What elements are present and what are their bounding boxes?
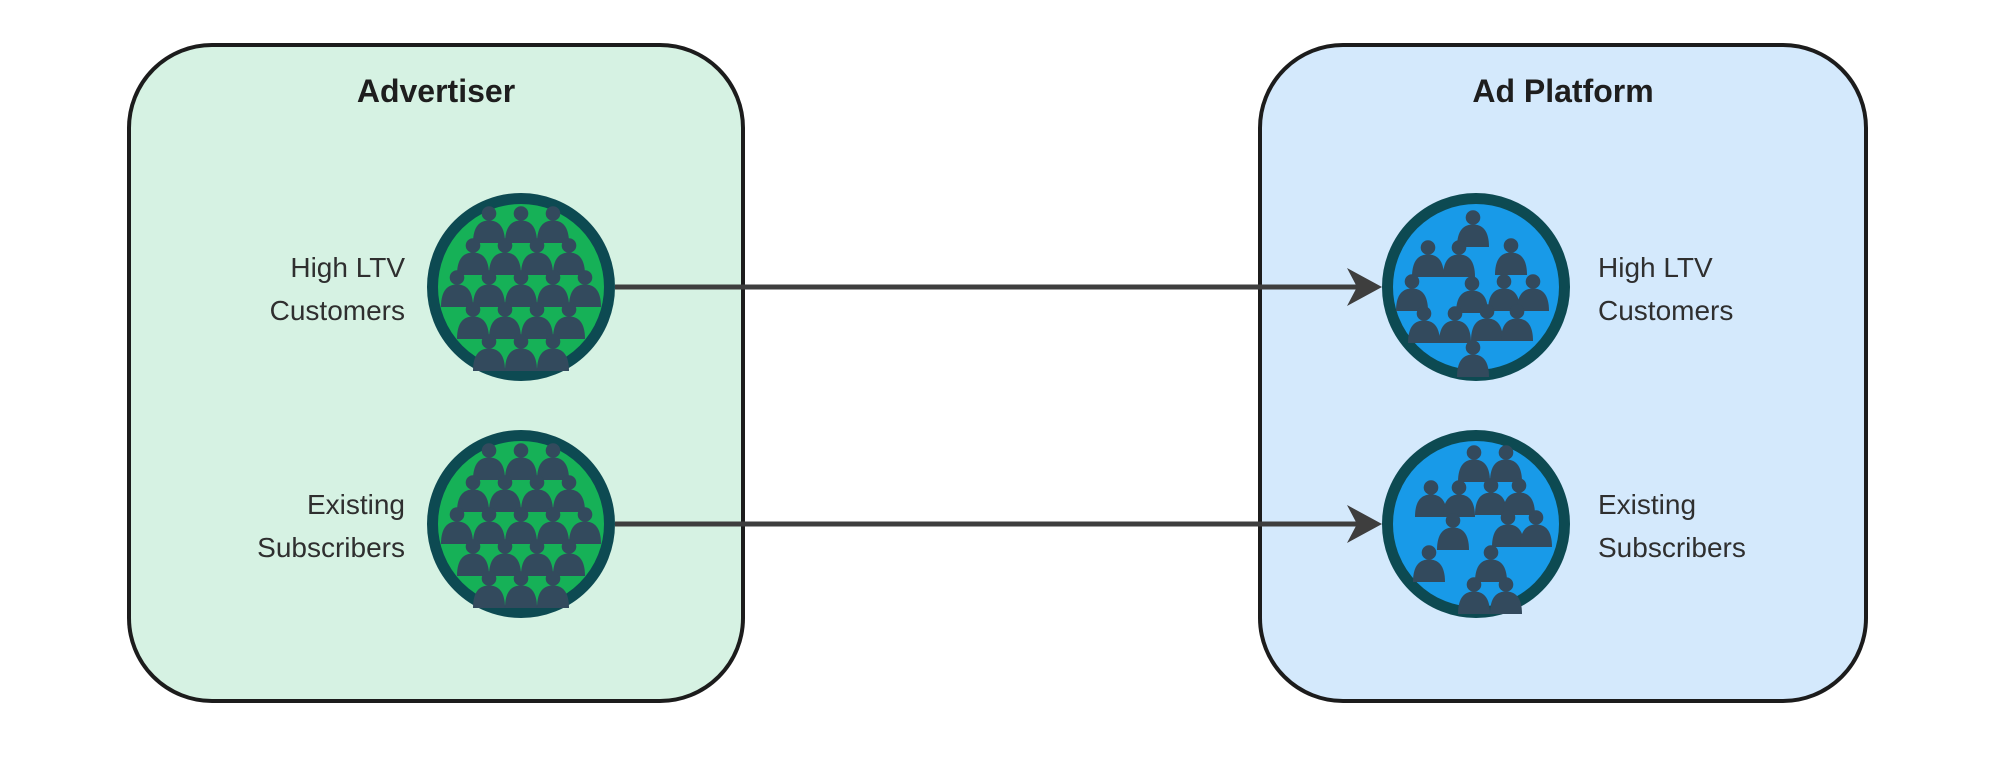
advertiser-group-box: Advertiser: [127, 43, 745, 703]
person-icon: [553, 539, 585, 576]
person-icon: [505, 443, 537, 480]
person-icon: [537, 443, 569, 480]
person-icon: [505, 334, 537, 371]
person-icon: [1458, 577, 1490, 614]
arrow-advertiser-existing-subscribers-to-platform-existing-subscribers: [615, 505, 1382, 543]
label-platform-existing-subscribers: Existing Subscribers: [1598, 483, 1878, 569]
person-icon: [1475, 545, 1507, 582]
person-icon: [489, 539, 521, 576]
person-icon: [441, 507, 473, 544]
person-icon: [553, 238, 585, 275]
person-icon: [457, 475, 489, 512]
person-icon: [1495, 238, 1527, 275]
label-line: Customers: [269, 295, 405, 326]
person-icon: [553, 302, 585, 339]
ad-platform-group-box: Ad Platform: [1258, 43, 1868, 703]
person-icon: [1471, 304, 1503, 341]
person-icon: [441, 270, 473, 307]
person-icon: [489, 302, 521, 339]
ad-platform-title: Ad Platform: [1472, 73, 1654, 109]
person-icon: [537, 334, 569, 371]
person-icon: [1443, 240, 1475, 277]
person-icon: [1520, 510, 1552, 547]
advertiser-high-ltv-crowd-icon: [427, 193, 615, 381]
person-icon: [1490, 445, 1522, 482]
advertiser-title: Advertiser: [356, 73, 516, 109]
person-icon: [1501, 304, 1533, 341]
advertiser-existing-subscribers-crowd-icon: [427, 430, 615, 618]
person-icon: [1456, 276, 1488, 313]
person-icon: [505, 571, 537, 608]
person-icon: [1503, 478, 1535, 515]
person-icon: [473, 206, 505, 243]
label-platform-high-ltv: High LTV Customers: [1598, 246, 1878, 332]
person-icon: [1457, 340, 1489, 377]
person-icon: [1490, 577, 1522, 614]
person-icon: [1415, 480, 1447, 517]
arrow-advertiser-high-ltv-to-platform-high-ltv: [615, 268, 1382, 306]
person-icon: [505, 206, 537, 243]
person-icon: [473, 270, 505, 307]
person-icon: [1492, 510, 1524, 547]
person-icon: [457, 302, 489, 339]
person-icon: [1437, 513, 1469, 550]
person-icon: [537, 270, 569, 307]
label-line: Subscribers: [257, 532, 405, 563]
label-line: Customers: [1598, 295, 1734, 326]
person-icon: [521, 238, 553, 275]
person-icon: [1396, 274, 1428, 311]
person-icon: [473, 443, 505, 480]
person-icon: [1458, 445, 1490, 482]
label-line: Existing: [1598, 489, 1697, 520]
label-line: Subscribers: [1598, 532, 1746, 563]
person-icon: [553, 475, 585, 512]
person-icon: [1517, 274, 1549, 311]
person-icon: [473, 571, 505, 608]
label-advertiser-existing-subscribers: Existing Subscribers: [145, 483, 405, 569]
label-line: High LTV: [1598, 252, 1713, 283]
platform-high-ltv-crowd-icon: [1382, 193, 1570, 381]
person-icon: [489, 475, 521, 512]
person-icon: [521, 475, 553, 512]
label-advertiser-high-ltv: High LTV Customers: [145, 246, 405, 332]
person-icon: [505, 507, 537, 544]
person-icon: [457, 539, 489, 576]
person-icon: [473, 507, 505, 544]
person-icon: [1488, 274, 1520, 311]
person-icon: [569, 270, 601, 307]
person-icon: [521, 302, 553, 339]
person-icon: [1412, 240, 1444, 277]
person-icon: [489, 238, 521, 275]
platform-existing-subscribers-crowd-icon: [1382, 430, 1570, 618]
person-icon: [521, 539, 553, 576]
person-icon: [569, 507, 601, 544]
arrowhead-icon: [1347, 268, 1382, 306]
person-icon: [473, 334, 505, 371]
arrowhead-icon: [1347, 505, 1382, 543]
person-icon: [1413, 545, 1445, 582]
person-icon: [457, 238, 489, 275]
person-icon: [505, 270, 537, 307]
person-icon: [1457, 210, 1489, 247]
person-icon: [1408, 306, 1440, 343]
person-icon: [537, 571, 569, 608]
person-icon: [1443, 480, 1475, 517]
person-icon: [1475, 478, 1507, 515]
person-icon: [1439, 306, 1471, 343]
person-icon: [537, 206, 569, 243]
person-icon: [537, 507, 569, 544]
label-line: High LTV: [290, 252, 405, 283]
label-line: Existing: [306, 489, 405, 520]
